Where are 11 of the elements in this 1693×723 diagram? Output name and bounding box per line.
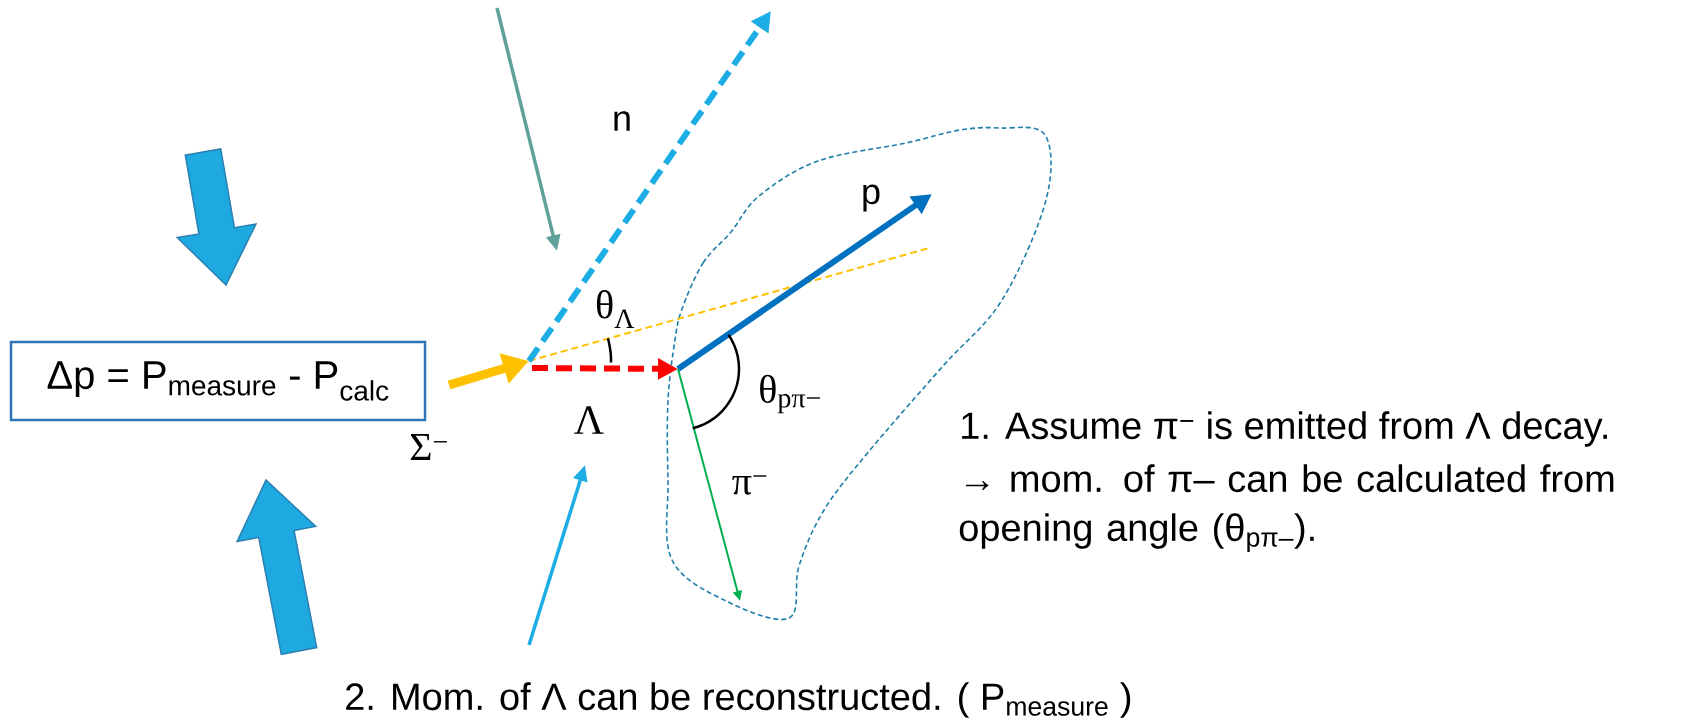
- note-text: 2. Mom. of Λ can be reconstructed. ( P$_{measure}$ ): [346, 682, 1131, 718]
- track-label: n: [614, 111, 630, 131]
- formula-box: Δp = P$_{measure}$ - P$_{calc}$: [9, 340, 427, 422]
- angle-label: θ$_{pπ−}$: [760, 374, 820, 414]
- track-label: Λ: [574, 406, 604, 434]
- note-text: → mom. of π– can be calculated from opening angle (θ$_{pπ–}$).: [959, 464, 1614, 553]
- note-text: 1. Assume π$^{−}$ is emitted from Λ decay.: [962, 411, 1607, 447]
- angle-label: θ$_{Λ}$: [596, 290, 635, 328]
- track-label: Σ$^{−}$: [410, 433, 447, 461]
- track-label: π$^{−}$: [732, 475, 767, 495]
- track-label: p: [863, 184, 880, 212]
